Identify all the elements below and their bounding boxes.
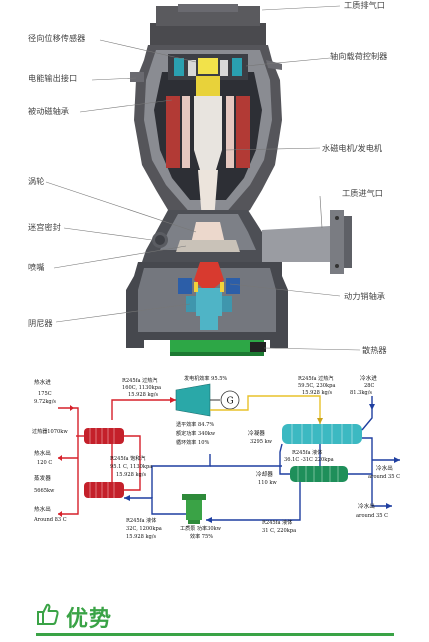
cycle-diagram: G <box>32 374 400 540</box>
sh-vapor-2: 160C, 1130kpa <box>122 385 161 391</box>
label-passive-bearing: 被动磁轴承 <box>28 106 69 116</box>
evaporator-label-2: 5665kw <box>34 488 55 494</box>
hot-out-title: 热水出 <box>34 449 51 457</box>
cooler-liquid-1: R245fa 液体 <box>262 519 292 526</box>
sat-vapor-2: 95.1 C, 1130kpa <box>110 464 152 470</box>
exh-vapor-3: 15.928 kg/s <box>302 390 333 396</box>
label-exhaust-port: 工质排气口 <box>344 0 385 10</box>
cycle-turbine <box>175 383 211 417</box>
perf-2: 额定功率 340kw <box>176 430 216 437</box>
pump-liquid-1: R245fa 液体 <box>126 517 156 524</box>
superheater-label: 过热器1070kw <box>32 428 68 435</box>
label-damper: 阴尼器 <box>28 318 53 328</box>
label-radial-sensor: 径向位移传感器 <box>28 33 85 43</box>
cooler-hx <box>290 466 348 482</box>
sh-vapor-3: 15.928 kg/s <box>128 392 159 398</box>
leader-lines <box>45 5 361 351</box>
turbine-cutaway <box>126 4 352 356</box>
cool-out-temp: around 35 C <box>368 474 400 480</box>
advantage-divider <box>36 633 394 636</box>
cooler-label-2: 110 kw <box>258 480 277 486</box>
hot-out-temp: 120 C <box>37 460 52 466</box>
hot-in-title: 热水进 <box>34 378 51 386</box>
sh-vapor-1: R245fa 过热汽 <box>122 377 157 384</box>
label-labyrinth-seal: 迷宫密封 <box>28 222 61 232</box>
label-axial-controller: 轴向载荷控制器 <box>330 51 387 61</box>
label-inlet-port: 工质进气口 <box>342 188 383 198</box>
cool-in-flow: 81.3kg/s <box>350 390 372 396</box>
label-heat-sink: 散热器 <box>362 345 387 355</box>
advantage-title: 优势 <box>66 607 113 632</box>
perf-1: 透平效率 84.7% <box>176 421 214 428</box>
label-motor-outlet: 电能输出接口 <box>28 73 77 83</box>
sat-vapor-1: R245fa 饱和汽 <box>110 455 145 462</box>
pump-body <box>186 498 202 520</box>
exh-vapor-1: R245fa 过热汽 <box>298 375 333 382</box>
cooler-liquid-2: 31 C, 220kpa <box>262 528 296 534</box>
label-motor-generator: 水磁电机/发电机 <box>322 143 383 153</box>
hot-in-flow: 9.72kg/s <box>34 399 56 405</box>
cond-out-2: 36.1C -31C 220kpa <box>284 457 334 463</box>
label-nozzle: 喷嘴 <box>28 262 44 272</box>
generator-icon <box>220 390 240 410</box>
cooler-label-1: 冷却器 <box>256 470 273 478</box>
pump-label-2: 效率 75% <box>190 533 213 540</box>
cool-out2-title: 冷水出 <box>358 502 375 510</box>
cool-out2-temp: around 35 C <box>356 513 388 519</box>
thumbs-up-icon <box>37 603 59 625</box>
turbine-labels: 工质排气口 径向位移传感器 轴向载荷控制器 电能输出接口 被动磁轴承 水磁电机/… <box>28 0 387 355</box>
pump-liquid-3: 15.928 kg/s <box>126 534 157 540</box>
evaporator-label-1: 蒸发器 <box>34 474 51 482</box>
advantage-section: 优势 <box>36 598 396 638</box>
label-turbine: 涡轮 <box>28 176 44 186</box>
condenser-label-2: 3295 kw <box>250 439 273 445</box>
hot-in-temp: 175C <box>38 391 52 397</box>
cond-out-1: R245fa 液体 <box>292 449 322 456</box>
label-dynamic-bearing: 动力销轴承 <box>344 291 385 301</box>
sat-vapor-3: 15.928 kg/s <box>116 472 147 478</box>
perf-3: 循环效率 10% <box>176 439 209 446</box>
cool-out-title: 冷水出 <box>376 464 393 472</box>
cool-in-temp: 28C <box>364 383 374 389</box>
gen-eff: 发电机效率 95.5% <box>184 375 227 382</box>
generator-symbol: G <box>227 397 234 407</box>
hot-out2-temp: Around 83 C <box>33 517 67 523</box>
pump-liquid-2: 32C, 1200kpa <box>126 526 162 532</box>
hot-out2-title: 热水出 <box>34 505 51 513</box>
exh-vapor-2: 59.5C, 230kpa <box>298 383 335 389</box>
pump-label-1: 工质泵 功率30kw <box>180 525 222 532</box>
condenser-label-1: 冷凝器 <box>248 429 265 437</box>
cool-in-title: 冷水进 <box>360 374 377 382</box>
